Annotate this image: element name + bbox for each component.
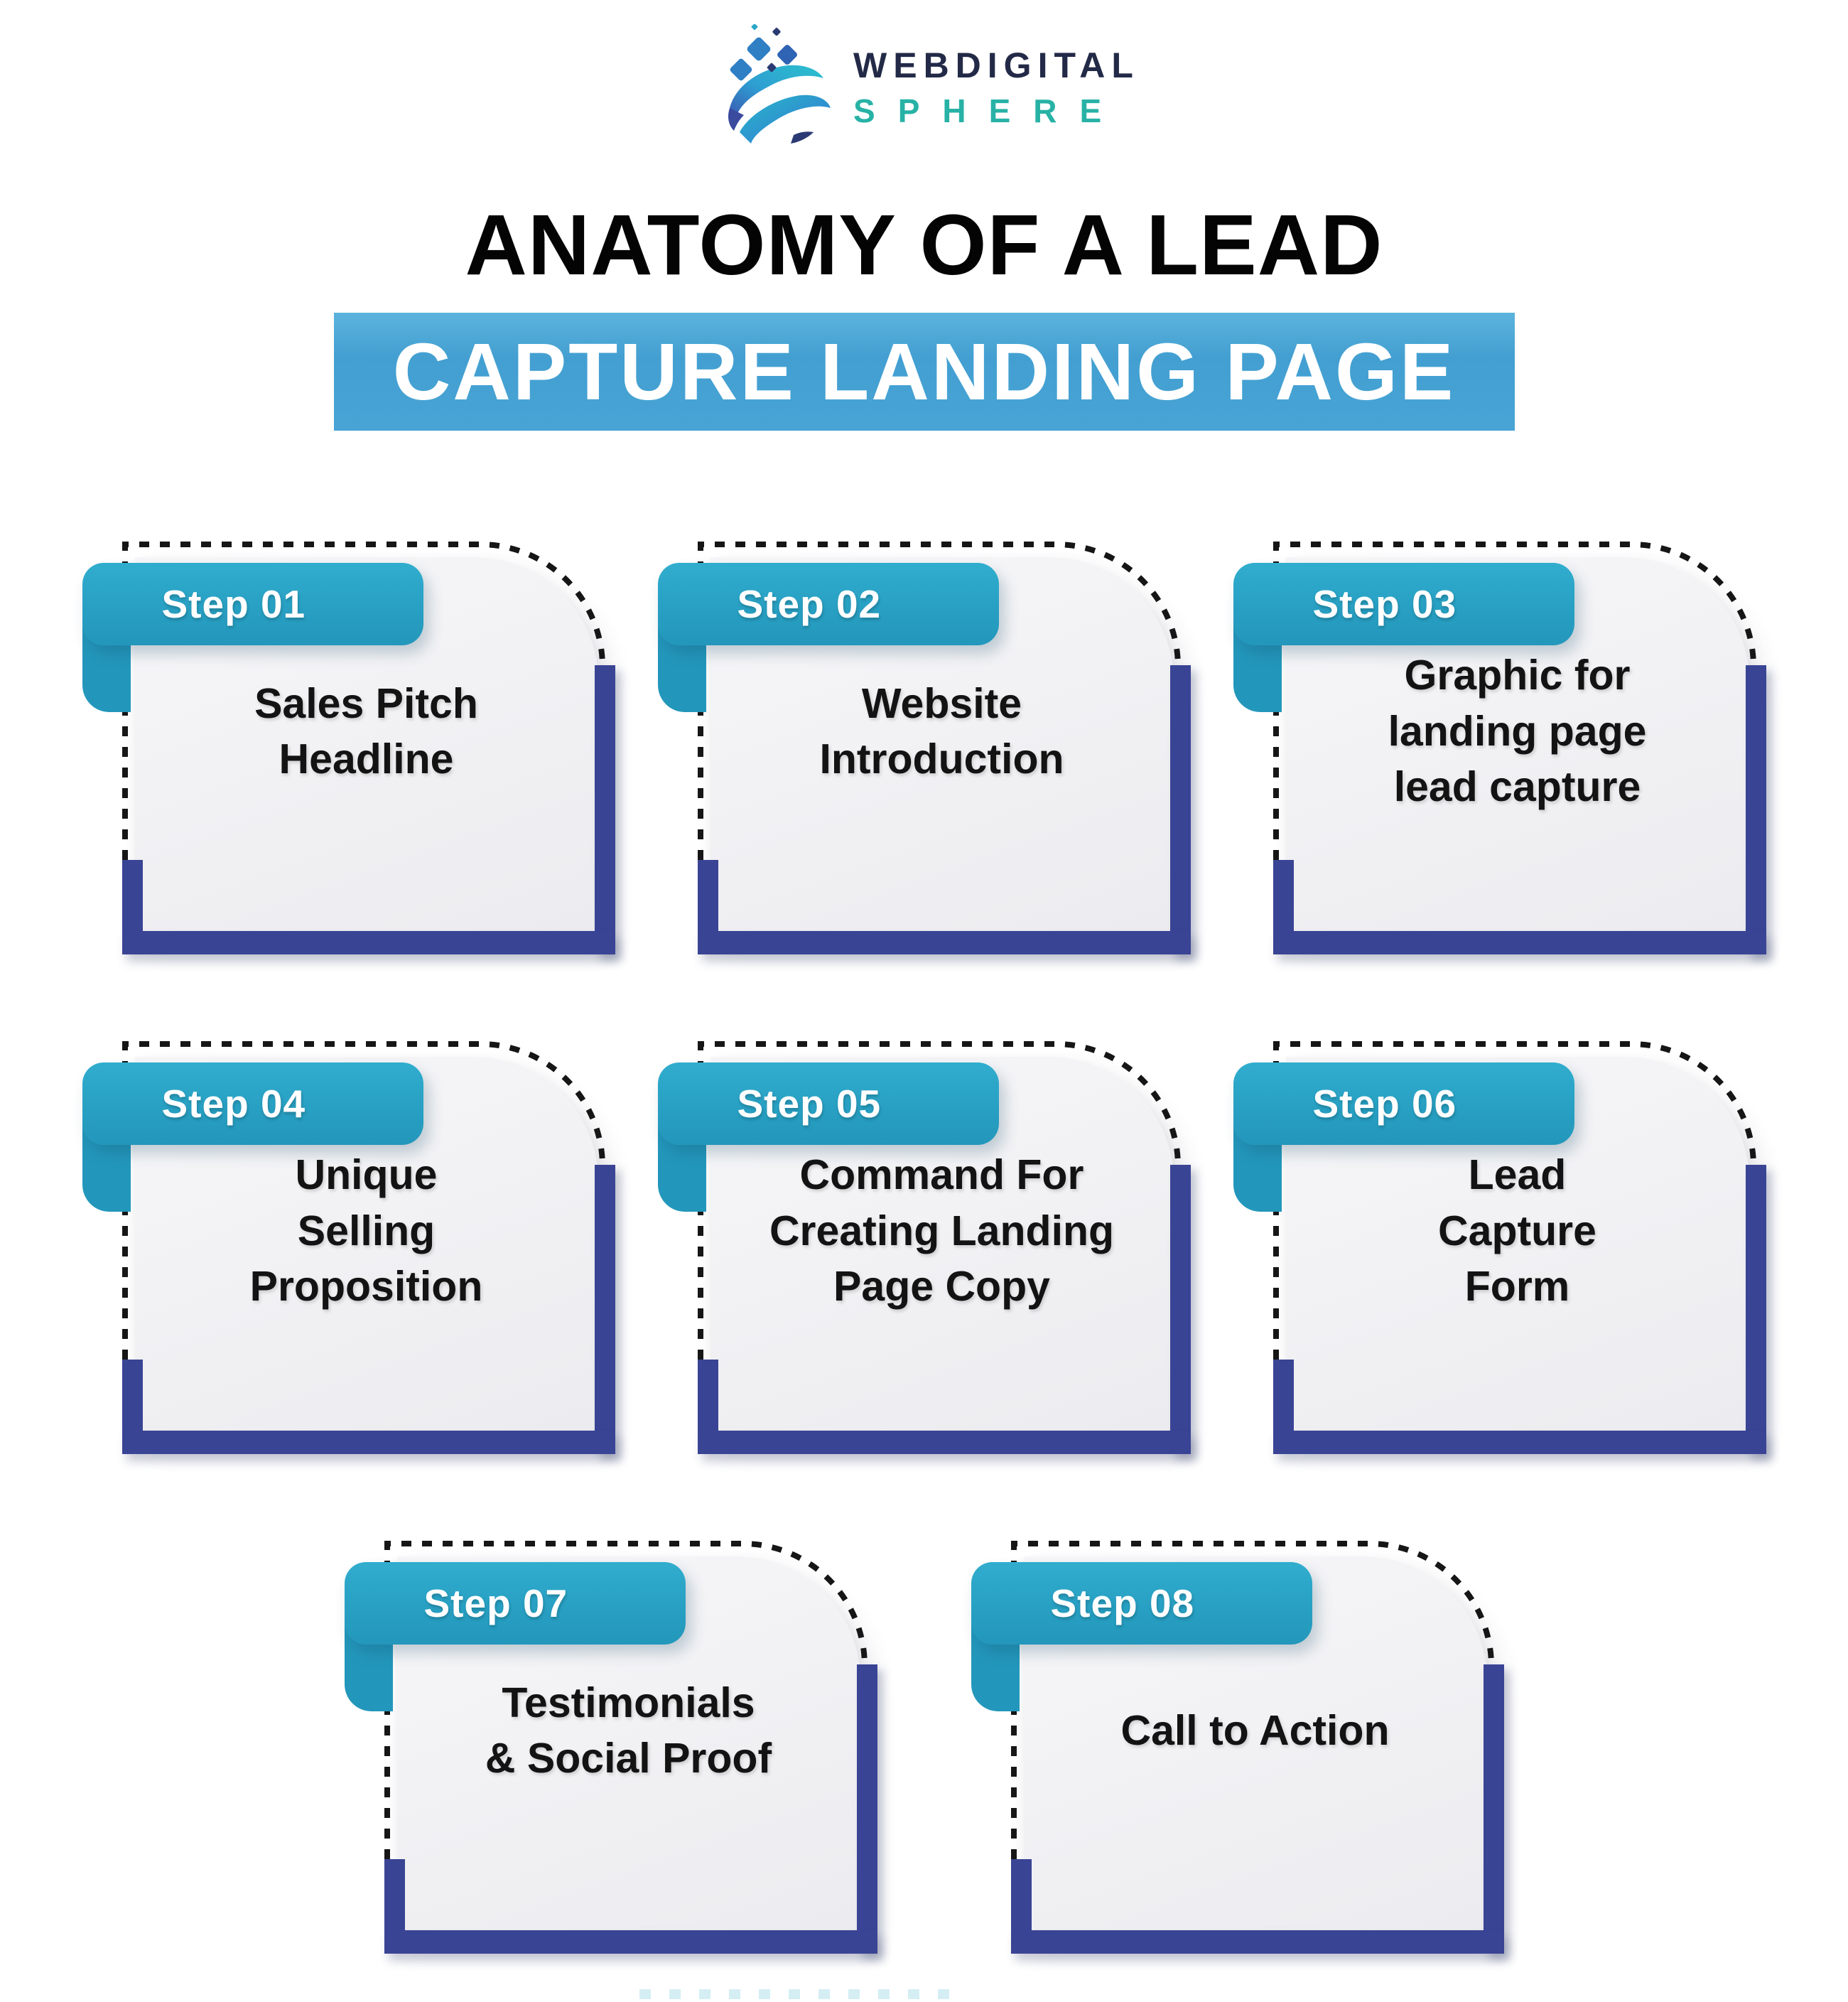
dashed-border [1272,542,1756,860]
navy-accent-bottom [121,1431,615,1454]
step-title: Command For Creating Landing Page Copy [769,1151,1115,1311]
cropped-dot-strip [639,1989,952,1999]
step-ribbon: Step 05 [657,1062,999,1145]
dashed-border [1010,1541,1494,1859]
navy-accent-right [856,1664,877,1954]
navy-accent-stub [1010,1859,1032,1954]
logo-wordmark-bottom: SPHERE [853,92,1125,129]
step-label: Step 04 [161,1082,306,1126]
step-label: Step 07 [423,1581,568,1625]
page-title-highlight-bar: CAPTURE LANDING PAGE [333,313,1515,431]
navy-accent-bottom [384,1930,877,1954]
step-ribbon: Step 08 [971,1562,1312,1645]
step-card-03: Graphic for landing page lead capture St… [1233,539,1766,954]
step-label: Step 06 [1312,1082,1457,1126]
navy-accent-bottom [697,931,1191,954]
navy-accent-right [1745,665,1766,954]
step-ribbon: Step 03 [1233,563,1574,645]
step-title: Sales Pitch Headline [254,679,478,782]
step-title: Call to Action [1120,1706,1390,1754]
step-title: Graphic for landing page lead capture [1388,652,1647,811]
navy-accent-right [1169,1165,1191,1454]
step-title: Unique Selling Proposition [249,1151,483,1311]
logo-wordmark-top: WEBDIGITAL [853,45,1140,85]
card-body: Call to Action [1023,1556,1487,1933]
navy-accent-right [1483,1664,1504,1954]
steps-grid: Sales Pitch Headline Step 01 Website Int… [0,539,1848,1954]
step-title: Lead Capture Form [1438,1151,1596,1311]
dashed-border [697,542,1181,860]
step-card-07: Testimonials & Social Proof Step 07 [344,1538,877,1954]
navy-accent-bottom [1272,1431,1766,1454]
step-card-05: Command For Creating Landing Page Copy S… [657,1038,1191,1454]
logo: WEBDIGITAL SPHERE [0,0,1848,151]
dashed-border [697,1041,1181,1360]
step-card-01: Sales Pitch Headline Step 01 [82,539,615,954]
step-card-08: Call to Action Step 08 [971,1538,1504,1954]
navy-accent-stub [697,1360,718,1454]
step-title: Testimonials & Social Proof [485,1679,772,1782]
navy-accent-stub [1272,1360,1294,1454]
dashed-border [1272,1041,1756,1360]
navy-accent-right [594,1165,615,1454]
navy-accent-right [1169,665,1191,954]
navy-accent-bottom [1010,1930,1504,1954]
step-ribbon: Step 02 [657,563,999,645]
steps-row-3: Testimonials & Social Proof Step 07 Call… [0,1538,1848,1954]
dashed-border [121,1041,605,1360]
navy-accent-right [594,665,615,954]
step-ribbon: Step 07 [344,1562,686,1645]
step-label: Step 08 [1050,1581,1195,1625]
navy-accent-stub [1272,860,1294,954]
logo-sphere-icon [708,24,836,151]
dashed-border [384,1541,868,1859]
step-card-04: Unique Selling Proposition Step 04 [82,1038,615,1454]
page-title-line2: CAPTURE LANDING PAGE [392,327,1456,416]
navy-accent-stub [121,860,143,954]
step-card-06: Lead Capture Form Step 06 [1233,1038,1766,1454]
step-card-02: Website Introduction Step 02 [657,539,1191,954]
page-title-line1: ANATOMY OF A LEAD [465,196,1383,293]
steps-row-1: Sales Pitch Headline Step 01 Website Int… [0,539,1848,954]
navy-accent-bottom [697,1431,1191,1454]
step-title: Website Introduction [819,679,1064,782]
dashed-border [121,542,605,860]
navy-accent-right [1745,1165,1766,1454]
step-label: Step 05 [737,1082,882,1126]
navy-accent-stub [121,1360,143,1454]
navy-accent-bottom [121,931,615,954]
step-ribbon: Step 01 [82,563,423,645]
step-label: Step 03 [1312,582,1457,626]
navy-accent-bottom [1272,931,1766,954]
step-label: Step 02 [737,582,882,626]
navy-accent-stub [384,1859,405,1954]
navy-accent-stub [697,860,718,954]
steps-row-2: Unique Selling Proposition Step 04 Comma… [0,1038,1848,1454]
logo-wordmark: WEBDIGITAL SPHERE [853,45,1140,130]
step-ribbon: Step 06 [1233,1062,1574,1145]
step-label: Step 01 [161,582,306,626]
step-ribbon: Step 04 [82,1062,423,1145]
